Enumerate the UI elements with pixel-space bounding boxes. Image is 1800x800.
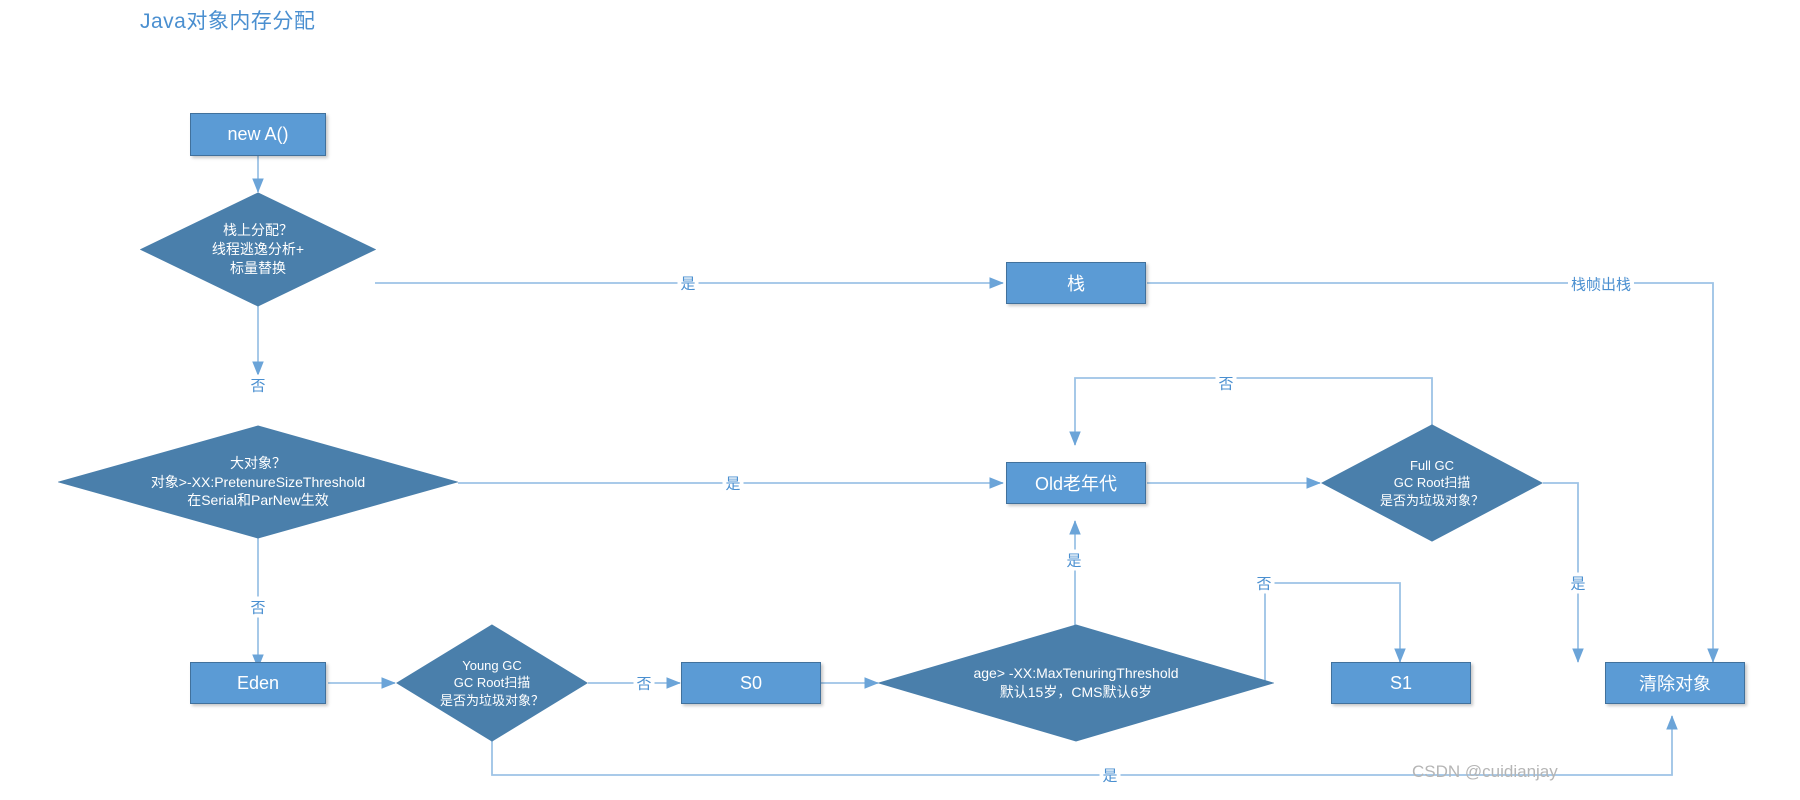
edge-label-stack-alloc-yes: 是 bbox=[677, 272, 699, 294]
full-gc-shape bbox=[1321, 424, 1543, 542]
csdn-watermark: CSDN @cuidianjay bbox=[1412, 762, 1558, 781]
node-stack[interactable]: 栈 bbox=[1006, 262, 1146, 304]
young-gc-shape bbox=[396, 624, 588, 742]
node-old-generation[interactable]: Old老年代 bbox=[1006, 462, 1146, 504]
node-s0[interactable]: S0 bbox=[681, 662, 821, 704]
node-stack-label: 栈 bbox=[1067, 274, 1085, 294]
node-s1[interactable]: S1 bbox=[1331, 662, 1471, 704]
node-big-object[interactable]: 大对象？ 对象>-XX:PretenureSizeThreshold 在Seri… bbox=[58, 425, 458, 539]
node-eden[interactable]: Eden bbox=[190, 662, 326, 704]
edge-label-stack-frame-pop: 栈帧出栈 bbox=[1567, 273, 1635, 295]
node-eden-label: Eden bbox=[236, 672, 280, 693]
edge-label-young-gc-yes: 是 bbox=[1099, 764, 1121, 786]
edge-label-age-no: 否 bbox=[1253, 572, 1275, 594]
node-stack-allocation[interactable]: 栈上分配？ 线程逃逸分析+ 标量替换 bbox=[140, 192, 376, 307]
edge-label-young-gc-no: 否 bbox=[633, 672, 655, 694]
edge-label-big-object-yes: 是 bbox=[722, 472, 744, 494]
node-age-check[interactable]: age> -XX:MaxTenuringThreshold 默认15岁，CMS默… bbox=[878, 624, 1274, 742]
page-title: Java对象内存分配 bbox=[140, 10, 316, 33]
edge-label-stack-alloc-no: 否 bbox=[247, 374, 269, 396]
age-check-shape bbox=[878, 624, 1274, 742]
edge-label-big-object-no: 否 bbox=[247, 596, 269, 618]
node-clear-object-label: 清除对象 bbox=[1639, 674, 1711, 694]
node-s0-label: S0 bbox=[739, 672, 763, 693]
edge-label-age-yes: 是 bbox=[1063, 549, 1085, 571]
node-clear-object[interactable]: 清除对象 bbox=[1605, 662, 1745, 704]
stack-allocation-shape bbox=[140, 192, 376, 307]
node-new-a-label: new A() bbox=[227, 124, 289, 144]
node-s1-label: S1 bbox=[1389, 672, 1413, 693]
node-full-gc[interactable]: Full GC GC Root扫描 是否为垃圾对象？ bbox=[1321, 424, 1543, 542]
big-object-shape bbox=[58, 425, 458, 539]
node-old-generation-label: Old老年代 bbox=[1034, 474, 1117, 494]
edge-label-full-gc-no: 否 bbox=[1215, 372, 1237, 394]
edge-label-full-gc-yes: 是 bbox=[1567, 572, 1589, 594]
node-young-gc[interactable]: Young GC GC Root扫描 是否为垃圾对象？ bbox=[396, 624, 588, 742]
node-new-a[interactable]: new A() bbox=[190, 113, 326, 156]
